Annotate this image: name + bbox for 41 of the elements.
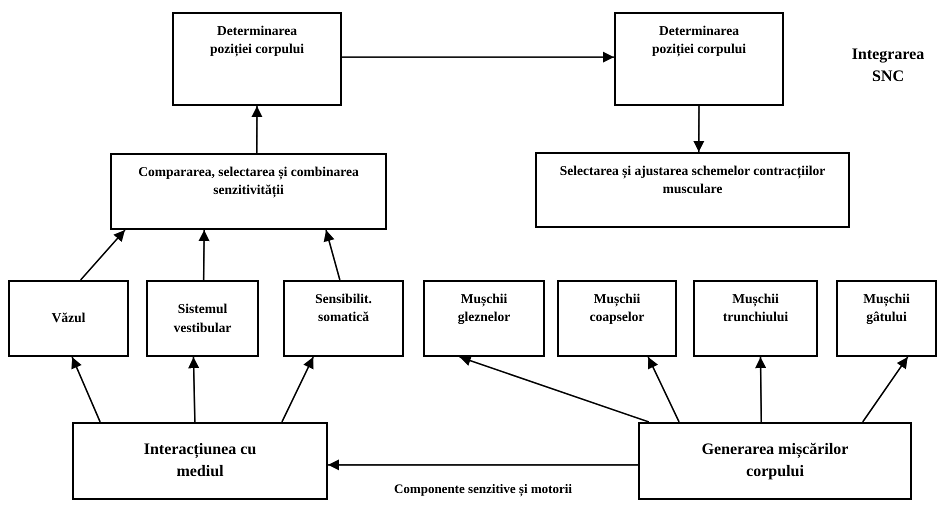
arrow [459,355,650,423]
box-text: Generarea mișcărilor corpului [700,440,850,482]
box-text: Mușchii gleznelor [456,290,512,326]
arrow [647,356,680,422]
arrow [328,459,638,470]
process-box [72,422,328,500]
process-box [8,280,129,357]
process-box [557,280,677,357]
process-box [638,422,912,500]
arrow [251,106,263,153]
process-box [423,280,545,357]
process-box [283,280,404,357]
process-box [614,12,784,106]
box-text: Văzul [52,309,86,328]
arrow [324,230,341,280]
arrow [71,356,101,422]
box-text: Mușchii trunchiului [722,290,790,326]
arrow [80,229,126,281]
process-box [110,153,387,230]
box-text: Sistemul vestibular [172,300,232,336]
arrow [755,356,766,422]
process-box [693,280,818,357]
side-label: Integrarea SNC [850,45,926,87]
box-text: Determinarea poziției corpului [650,22,748,58]
box-text: Selectarea și ajustarea schemelor contracțiilor musculare [558,162,826,198]
process-box [146,280,259,357]
arrow [862,356,908,422]
process-box [172,12,342,106]
arrow [281,356,314,422]
arrow [342,52,614,63]
process-box [535,152,850,228]
arrow [188,356,200,422]
arrow [198,230,210,280]
box-text: Mușchii coapselor [588,290,646,326]
box-text: Mușchii gâtului [862,290,911,326]
arrow [693,106,704,152]
process-box [836,280,937,357]
box-text: Interacțiunea cu mediul [142,440,258,482]
box-text: Determinarea poziției corpului [208,22,306,58]
box-text: Sensibilit. somatică [314,290,373,326]
box-text: Compararea, selectarea și combinarea senzitivității [137,163,360,200]
